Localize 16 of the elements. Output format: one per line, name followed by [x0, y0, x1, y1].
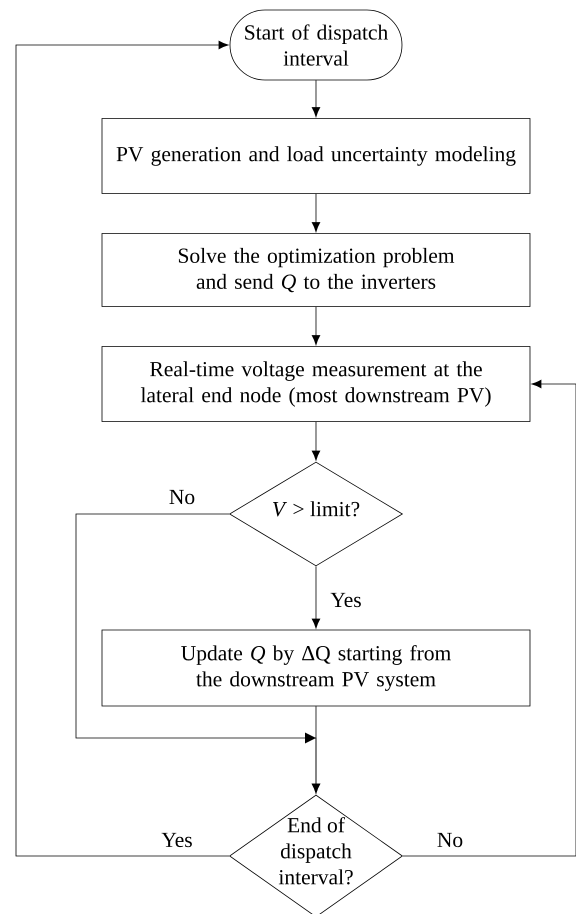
edge-label: Yes: [330, 592, 361, 608]
arrow: [312, 80, 320, 117]
arrow: [312, 566, 320, 628]
process-box: Solve the optimization problem and send Q to the inverters: [102, 233, 530, 307]
arrow: [312, 422, 320, 460]
edge-label: Yes: [162, 832, 192, 848]
edge-label: No: [169, 490, 194, 504]
arrow: [402, 380, 576, 856]
arrow: [312, 306, 320, 345]
arrow: [312, 706, 320, 794]
arrow: [312, 194, 320, 232]
process-box: Real-time voltage measurement at the lateral end node (most downstream PV): [102, 346, 530, 422]
arrow: [16, 40, 230, 856]
edge-label: No: [437, 832, 462, 848]
process-box: PV generation and load uncertainty modeling: [102, 118, 530, 194]
process-box: Update Q by ΔQ starting from the downstream PV system: [102, 630, 530, 706]
